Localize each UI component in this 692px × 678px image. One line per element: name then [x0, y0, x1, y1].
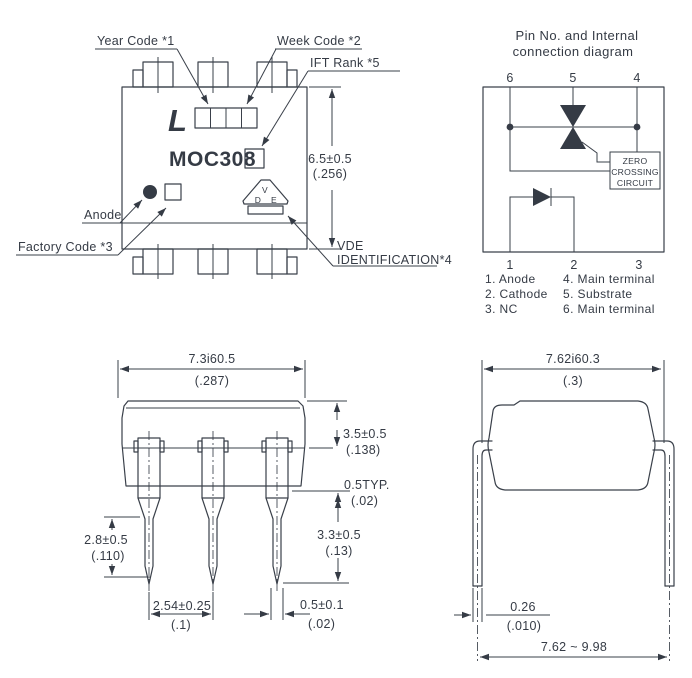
legend-item: 5. Substrate [563, 287, 633, 301]
svg-text:3.3±0.5: 3.3±0.5 [317, 528, 361, 542]
svg-text:2.54±0.25: 2.54±0.25 [153, 599, 211, 613]
vde-mark-icon: V D E [242, 179, 289, 215]
svg-text:(.1): (.1) [171, 618, 191, 632]
dim-pin-pitch: 2.54±0.25 (.1) [148, 592, 214, 632]
svg-text:(.010): (.010) [507, 619, 541, 633]
legend-item: 4. Main terminal [563, 272, 655, 286]
label-anode: Anode [84, 199, 143, 224]
pin-6-label: 6 [506, 71, 513, 85]
svg-text:7.62 ~ 9.98: 7.62 ~ 9.98 [541, 640, 607, 654]
svg-text:(.287): (.287) [195, 374, 229, 388]
dim-pin-length-left: 2.8±0.5 (.110) [84, 516, 150, 578]
triac-gate-wire [581, 141, 610, 163]
legend-item: 3. NC [485, 302, 518, 316]
svg-text:CROSSING: CROSSING [611, 167, 659, 177]
svg-text:IFT Rank *5: IFT Rank *5 [310, 56, 380, 70]
marking-view: L MOC308 V D E 6.5±0.5 (.256) [16, 34, 452, 279]
pin-2-label: 2 [570, 258, 577, 272]
dim-body-width: 7.3i60.5 (.287) [117, 352, 306, 398]
svg-text:0.5TYP.: 0.5TYP. [344, 478, 390, 492]
ift-rank-box [244, 148, 265, 169]
pin-3-label: 3 [635, 258, 642, 272]
date-code-boxes [194, 107, 258, 129]
legend-item: 2. Cathode [485, 287, 548, 301]
diagram-title-line1: Pin No. and Internal [516, 28, 639, 43]
svg-text:6.5±0.5: 6.5±0.5 [308, 152, 352, 166]
pin-connection-diagram: Pin No. and Internal connection diagram … [482, 28, 665, 316]
svg-text:(.138): (.138) [346, 443, 380, 457]
anode-dot-icon [143, 185, 157, 199]
svg-text:V: V [262, 185, 268, 195]
pin-1-label: 1 [506, 258, 513, 272]
label-vde-identification: VDE IDENTIFICATION*4 [287, 215, 452, 267]
svg-text:0.26: 0.26 [510, 600, 536, 614]
svg-text:(.02): (.02) [308, 617, 335, 631]
pin-legend: 1. Anode 2. Cathode 3. NC 4. Main termin… [485, 272, 655, 316]
led-circuit [509, 188, 575, 252]
triac-circuit [506, 87, 641, 172]
legend-item: 1. Anode [485, 272, 536, 286]
dim-lead-thickness: 0.26 (.010) [454, 588, 550, 633]
svg-text:E: E [271, 195, 277, 205]
dim-body-thickness: 3.5±0.5 (.138) [307, 400, 387, 457]
end-view: 7.62i60.3 (.3) 0.26 (.010) [454, 352, 675, 661]
svg-text:Week Code *2: Week Code *2 [277, 34, 361, 48]
zero-crossing-box: ZERO CROSSING CIRCUIT [609, 151, 661, 190]
svg-text:0.5±0.1: 0.5±0.1 [300, 598, 344, 612]
svg-text:2.8±0.5: 2.8±0.5 [84, 533, 128, 547]
label-factory-code: Factory Code *3 [16, 207, 167, 256]
svg-text:(.13): (.13) [325, 544, 352, 558]
end-body-outline [487, 400, 656, 491]
part-number: MOC308 [169, 148, 256, 171]
side-body-outline [121, 400, 306, 487]
label-ift-rank: IFT Rank *5 [261, 56, 400, 147]
diode-symbol-icon [533, 188, 551, 206]
svg-text:(.02): (.02) [351, 494, 378, 508]
side-view: 7.3i60.5 (.287) [84, 352, 390, 632]
svg-text:7.3i60.5: 7.3i60.5 [189, 352, 236, 366]
dim-package-height: 6.5±0.5 (.256) [308, 86, 352, 250]
legend-item: 6. Main terminal [563, 302, 655, 316]
factory-code-box [164, 183, 182, 201]
dim-pin-tip-width: 0.5±0.1 (.02) [244, 588, 344, 631]
dim-pin-length-right: 3.3±0.5 (.13) [283, 499, 361, 584]
svg-text:D: D [255, 195, 261, 205]
end-view-leads [472, 440, 675, 661]
svg-text:3.5±0.5: 3.5±0.5 [343, 427, 387, 441]
dim-end-width: 7.62i60.3 (.3) [481, 352, 665, 443]
svg-text:7.62i60.3: 7.62i60.3 [546, 352, 600, 366]
svg-text:(.110): (.110) [91, 549, 125, 563]
side-view-pins [133, 431, 293, 591]
svg-text:ZERO: ZERO [623, 156, 648, 166]
svg-text:IDENTIFICATION*4: IDENTIFICATION*4 [337, 253, 452, 267]
label-week-code: Week Code *2 [246, 34, 362, 105]
diagram-title-line2: connection diagram [513, 44, 634, 59]
manufacturer-logo: L [168, 103, 187, 138]
svg-text:VDE: VDE [337, 239, 364, 253]
triac-symbol-icon [560, 105, 586, 149]
label-year-code: Year Code *1 [95, 34, 209, 105]
pin-5-label: 5 [569, 71, 576, 85]
svg-text:(.256): (.256) [313, 167, 347, 181]
svg-text:(.3): (.3) [563, 374, 583, 388]
svg-text:Factory Code *3: Factory Code *3 [18, 240, 113, 254]
dim-standoff: 0.5TYP. (.02) [292, 478, 390, 508]
svg-text:CIRCUIT: CIRCUIT [617, 178, 654, 188]
dim-lead-span: 7.62 ~ 9.98 [480, 640, 667, 661]
svg-text:Anode: Anode [84, 208, 122, 222]
svg-text:Year Code *1: Year Code *1 [97, 34, 175, 48]
pin-4-label: 4 [633, 71, 640, 85]
node-dot-icon [633, 123, 641, 131]
package-body-outline [121, 86, 308, 250]
